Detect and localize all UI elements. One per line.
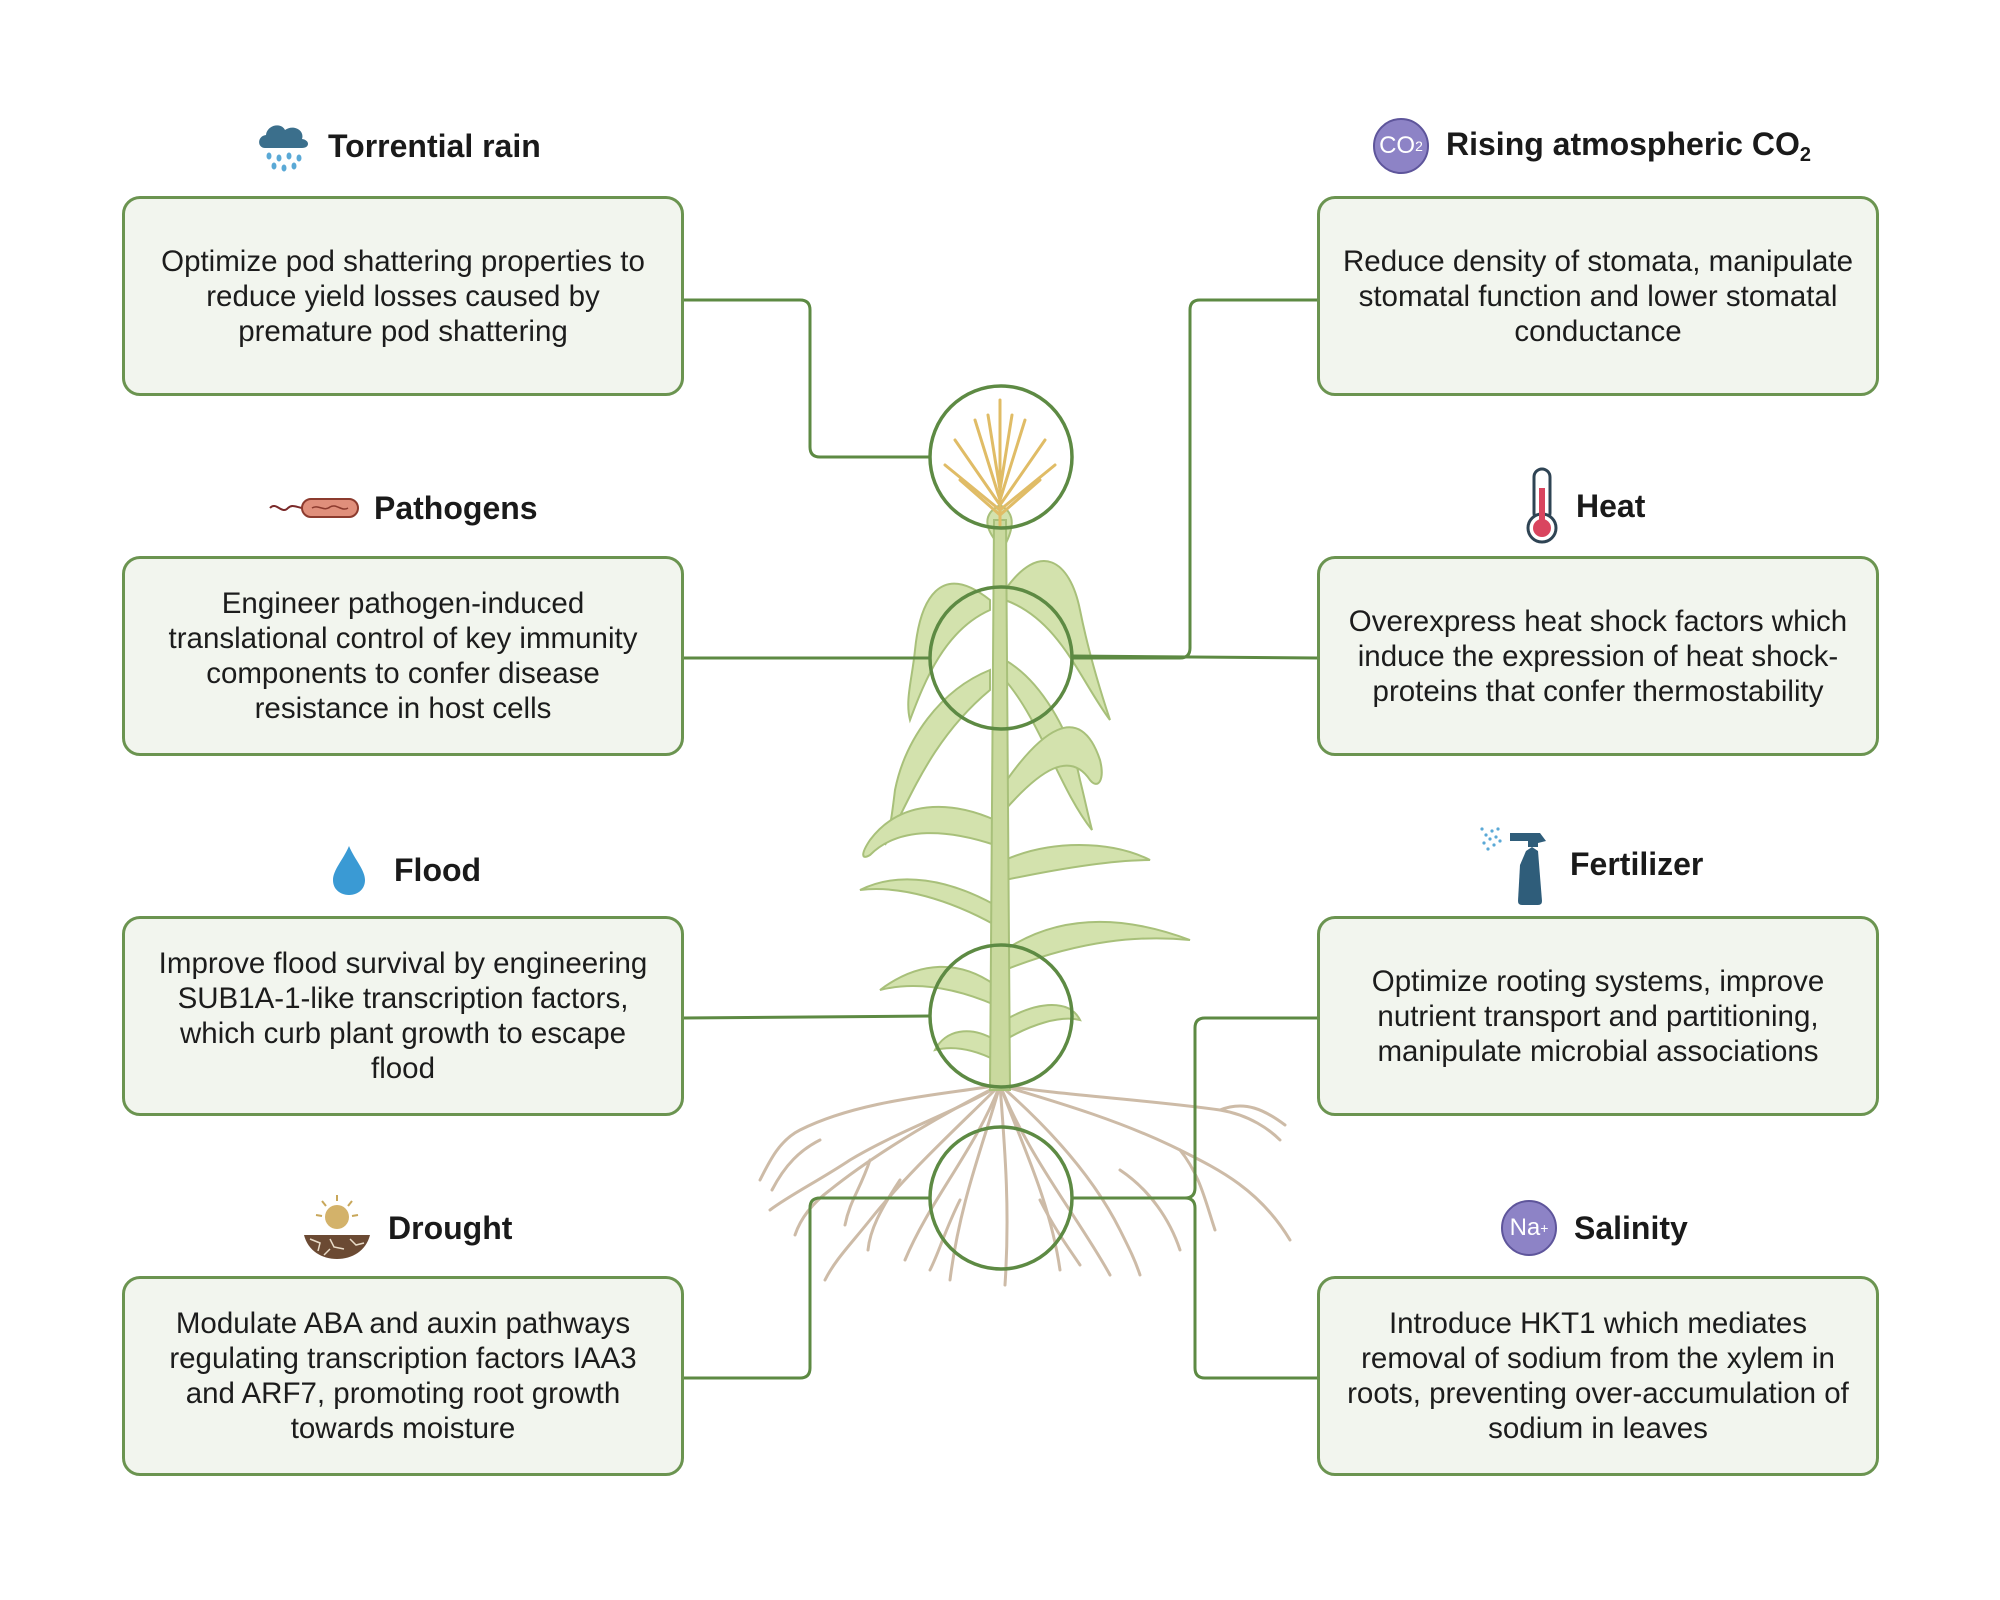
rain-cloud-icon: [252, 116, 314, 176]
focus-circles: [928, 384, 1074, 1271]
sodium-ion-icon: Na+: [1498, 1198, 1560, 1258]
bacterium-icon: [268, 478, 360, 538]
heading-title: Rising atmospheric CO2: [1446, 126, 1811, 167]
heading-title: Heat: [1576, 487, 1646, 524]
heading-title: Fertilizer: [1570, 845, 1704, 882]
box-text: Optimize rooting systems, improve nutrie…: [1371, 964, 1825, 1068]
box-text: Improve flood survival by engineering SU…: [158, 947, 648, 1085]
circle-tassel: [928, 384, 1074, 530]
circle-lower-stem: [928, 943, 1074, 1089]
connector-flood: [682, 1014, 931, 1020]
heading-title: Flood: [394, 851, 482, 888]
heading-fertilizer: Fertilizer: [1480, 827, 1704, 905]
heading-heat: Heat: [1522, 467, 1646, 544]
connector-salinity: [1072, 1196, 1317, 1380]
box-text: Engineer pathogen-induced translational …: [168, 587, 638, 725]
box-flood: Improve flood survival by engineering SU…: [122, 916, 684, 1116]
heading-title: Drought: [388, 1209, 513, 1246]
co2-icon-sub: 2: [1415, 138, 1423, 154]
water-drop-icon: [318, 840, 380, 900]
heading-title-sub: 2: [1799, 143, 1811, 166]
box-drought: Modulate ABA and auxin pathways regulati…: [122, 1276, 684, 1476]
circle-roots: [928, 1125, 1074, 1271]
thermometer-icon: [1522, 467, 1562, 544]
heading-title: Salinity: [1574, 1209, 1688, 1246]
connector-fertilizer: [1072, 1016, 1317, 1200]
heading-title: Pathogens: [374, 489, 538, 526]
heading-salinity: Na+ Salinity: [1498, 1198, 1688, 1258]
heading-torrential-rain: Torrential rain: [252, 116, 541, 176]
sun-cracked-soil-icon: [300, 1195, 374, 1259]
box-torrential-rain: Optimize pod shattering properties to re…: [122, 196, 684, 396]
connector-torrential-rain: [683, 298, 930, 459]
circle-upper-leaves: [928, 585, 1074, 731]
stem: [988, 519, 1012, 1091]
heading-title: Torrential rain: [328, 127, 541, 164]
box-text: Introduce HKT1 which mediates removal of…: [1347, 1307, 1849, 1445]
tassel: [943, 398, 1057, 527]
box-text: Overexpress heat shock factors which ind…: [1348, 604, 1848, 708]
connector-lines: [682, 298, 1318, 1380]
spray-bottle-icon: [1480, 821, 1556, 907]
box-fertilizer: Optimize rooting systems, improve nutrie…: [1317, 916, 1879, 1116]
sodium-icon-sup: +: [1540, 1220, 1549, 1236]
sodium-icon-label: Na: [1509, 1214, 1541, 1241]
box-pathogens: Engineer pathogen-induced translational …: [122, 556, 684, 756]
box-text: Reduce density of stomata, manipulate st…: [1343, 244, 1853, 348]
connector-drought: [683, 1196, 930, 1380]
box-text: Modulate ABA and auxin pathways regulati…: [169, 1307, 637, 1445]
heading-flood: Flood: [318, 840, 481, 900]
heading-pathogens: Pathogens: [268, 478, 538, 538]
box-salinity: Introduce HKT1 which mediates removal of…: [1317, 1276, 1879, 1476]
connector-co2: [1072, 298, 1317, 660]
box-text: Optimize pod shattering properties to re…: [161, 244, 645, 348]
heading-drought: Drought: [300, 1195, 513, 1259]
heading-title-main: Rising atmospheric CO: [1446, 125, 1800, 162]
box-heat: Overexpress heat shock factors which ind…: [1317, 556, 1879, 756]
box-co2: Reduce density of stomata, manipulate st…: [1317, 196, 1879, 396]
connector-heat: [1071, 654, 1318, 660]
co2-icon-label: CO: [1379, 132, 1416, 159]
roots: [758, 1083, 1292, 1287]
leaves: [859, 503, 1191, 1062]
